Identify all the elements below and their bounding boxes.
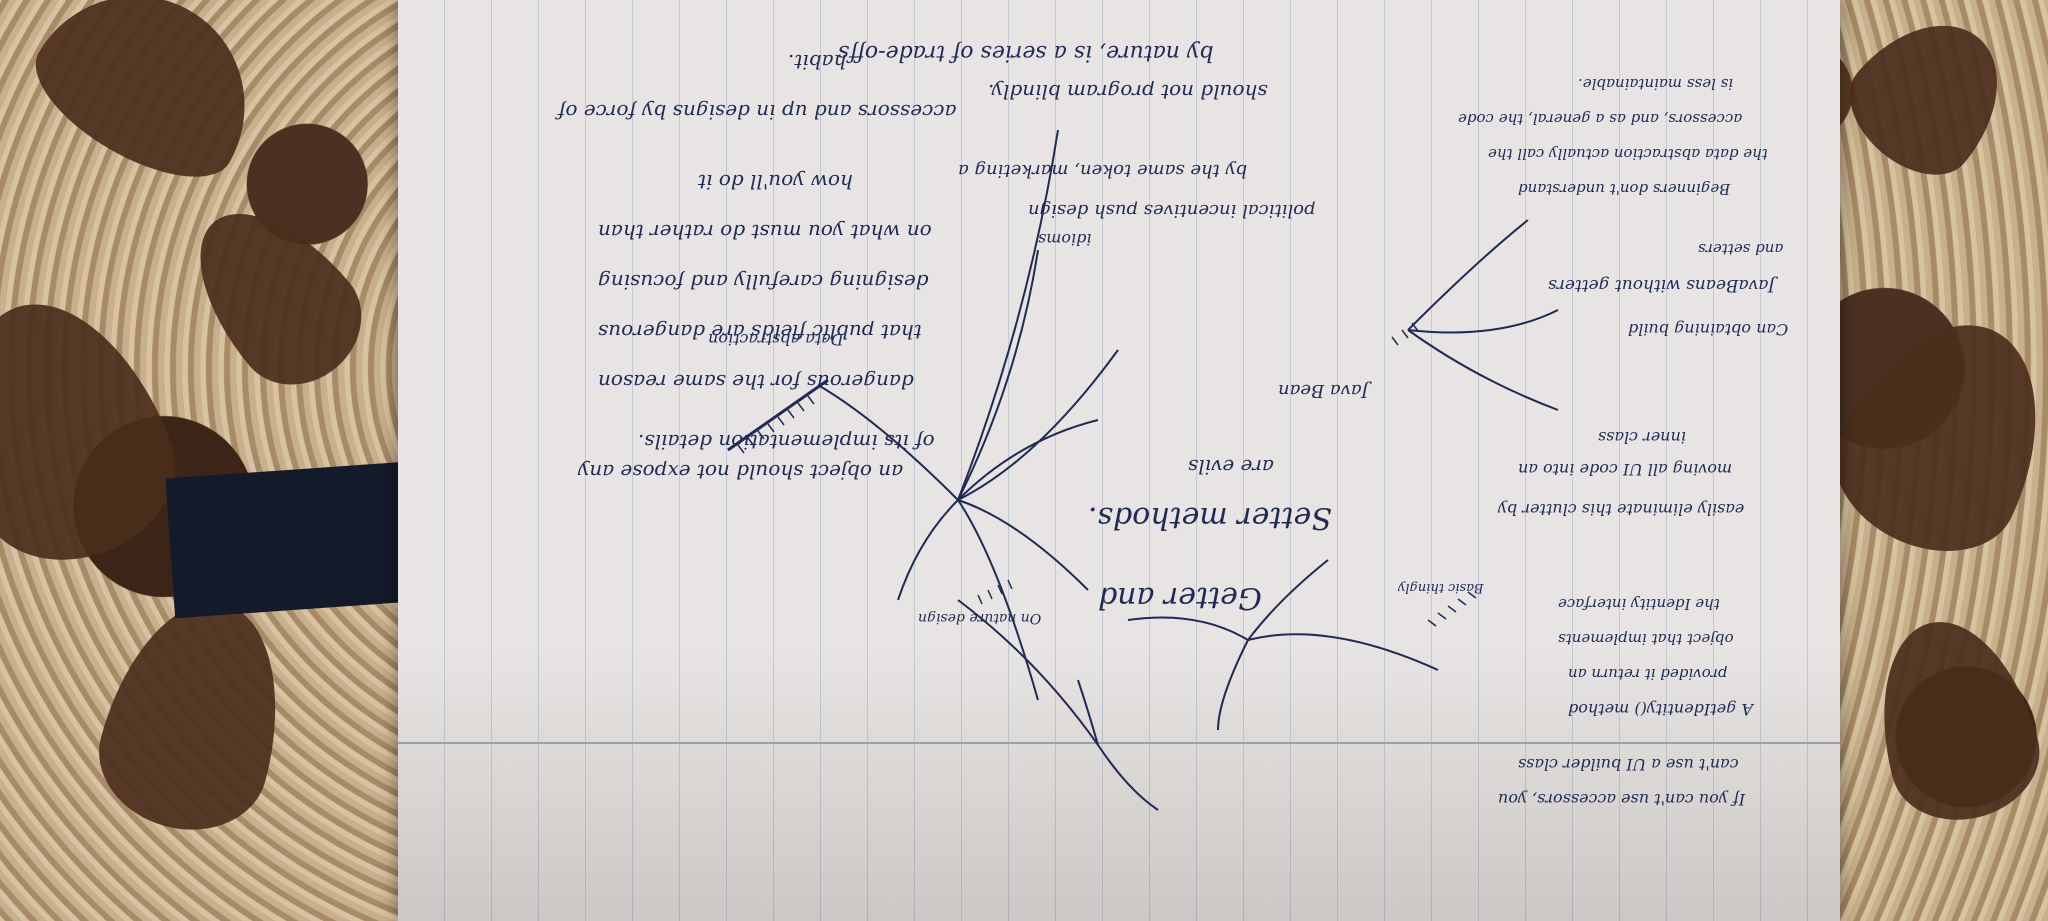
note-identity-3: object that implements [1558, 630, 1734, 648]
note-design-3: idioms [1038, 230, 1092, 249]
main-topic-line3: are evils [1188, 455, 1274, 479]
branch-practice: Basic thingly [1398, 580, 1484, 595]
note-design-2: political incentives push design [1028, 200, 1316, 221]
note-clutter-3: inner class [1598, 428, 1686, 447]
note-identity-4: the Identity interface [1558, 595, 1720, 613]
main-topic-line1: Getter and [1098, 580, 1262, 615]
note-abstraction-2: of its implementation details. [638, 430, 935, 454]
note-java-bean-5: the data abstraction actually call the [1488, 145, 1768, 163]
note-design-5: by nature, is a series of trade-offs [838, 40, 1214, 65]
ruled-lines [398, 0, 1840, 921]
note-abstraction-7: how you'll do it [698, 170, 853, 194]
branch-java-bean: Java Bean [1278, 380, 1369, 401]
note-clutter-1: easily eliminate this clutter by [1498, 500, 1745, 519]
note-design-4: by the same token, marketing a [958, 160, 1248, 181]
note-abstraction-9: habit. [788, 50, 847, 74]
note-abstraction-6: on what you must do rather than [598, 220, 932, 244]
note-ui-1: If you can't use accessors, you [1498, 790, 1746, 809]
note-abstraction-3: dangerous for the same reason [598, 370, 914, 394]
note-identity-2: provided it return an [1568, 665, 1728, 683]
note-java-bean-7: is less maintainable. [1578, 75, 1734, 93]
branch-design: On nature design [918, 610, 1042, 626]
margin-line [398, 742, 1840, 744]
note-ui-2: can't use a UI builder class [1518, 755, 1739, 774]
note-java-bean-3: and setters [1698, 240, 1784, 258]
note-java-bean-6: accessors, and as a general, the code [1458, 110, 1743, 128]
notebook-page: by nature, is a series of trade-offs by … [398, 0, 1840, 921]
fabric-dark-band [165, 461, 415, 619]
note-java-bean-1: Can obtaining build [1628, 320, 1789, 339]
note-abstraction-5: designing carefully and focusing [598, 270, 929, 294]
note-java-bean-4: Beginners don't understand [1518, 180, 1731, 198]
note-java-bean-2: JavaBeans without getters [1548, 275, 1776, 295]
note-clutter-2: moving all UI code into an [1518, 460, 1733, 479]
mind-map-lines [727, 129, 1559, 811]
note-identity-1: A getIdentity() method [1568, 700, 1753, 719]
note-design-1: should not program blindly. [988, 80, 1268, 104]
note-abstraction-8: accessors and up in designs by force of [558, 100, 957, 124]
main-topic-line2: Setter methods. [1088, 500, 1332, 535]
note-abstraction-4: that public fields are dangerous [598, 320, 922, 344]
note-abstraction-1: an object should not expose any [578, 460, 904, 484]
